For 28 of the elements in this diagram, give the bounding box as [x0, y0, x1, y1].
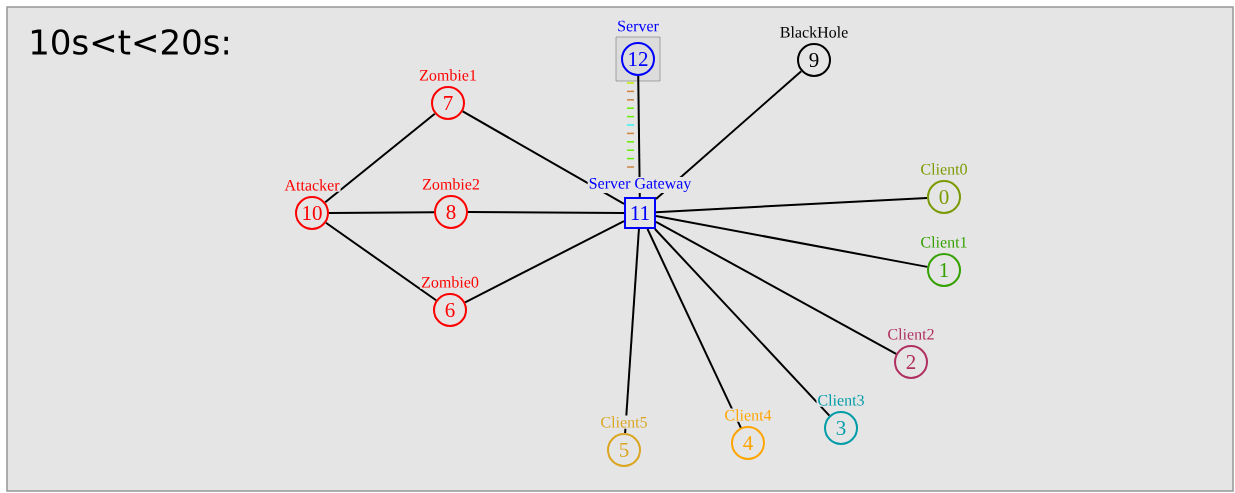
link-line	[655, 196, 929, 214]
node-label: Client2	[886, 327, 936, 341]
link-line	[461, 110, 625, 205]
link-line	[467, 211, 625, 214]
node-label: 11	[631, 206, 649, 220]
node-label: BlackHole	[778, 25, 850, 39]
node-label: Client5	[599, 415, 649, 429]
node-label: Client0	[919, 162, 969, 176]
node-label: Zombie1	[418, 68, 478, 82]
link-line	[328, 211, 435, 214]
node-label: Client3	[816, 393, 866, 407]
title: 10s<t<20s:	[31, 29, 228, 55]
link-line	[624, 228, 640, 435]
node-label: Attacker	[283, 178, 341, 192]
link-line	[655, 70, 803, 200]
node-square: 11	[624, 197, 656, 229]
link-line	[464, 220, 625, 304]
node-label: Zombie2	[421, 177, 481, 191]
link-line	[655, 215, 929, 268]
link-line	[324, 112, 436, 204]
node-label: Zombie0	[420, 275, 480, 289]
link-line	[324, 221, 438, 302]
link-line	[653, 228, 831, 417]
node-label: Client1	[919, 235, 969, 249]
link-line	[646, 228, 742, 429]
link-line	[637, 75, 641, 198]
link-line	[655, 220, 898, 355]
node-label: Client4	[723, 408, 773, 422]
